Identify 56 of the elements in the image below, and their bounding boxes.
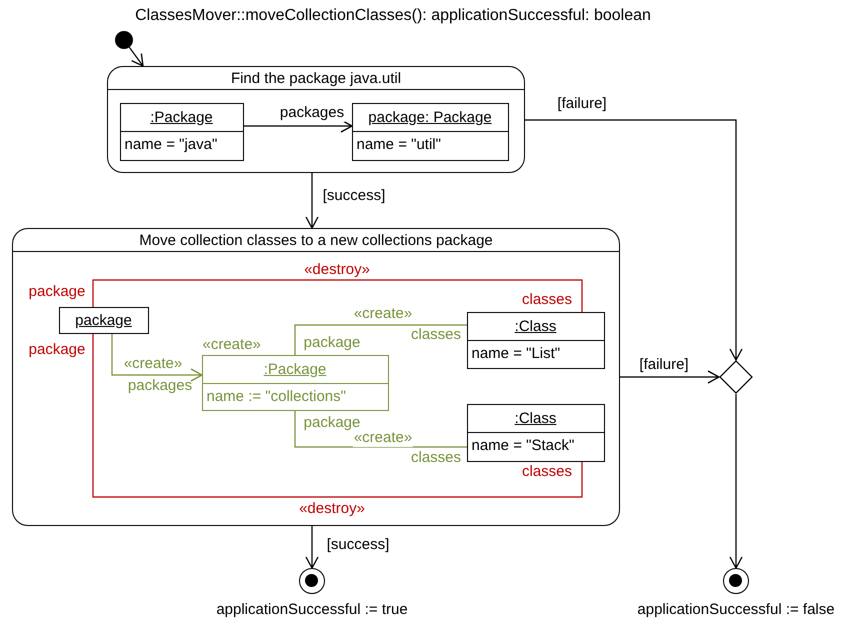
activity-name: Find the package java.util <box>108 67 524 90</box>
arrow <box>244 119 353 133</box>
role-label: classes <box>410 449 462 467</box>
object-name: package: Package <box>352 104 508 132</box>
final-node <box>299 568 325 594</box>
edge-label: [success] <box>326 536 390 554</box>
start-node <box>115 31 133 49</box>
object-box <box>58 306 148 334</box>
role-label: classes <box>520 291 574 309</box>
edge-label: packages <box>278 104 346 122</box>
arrow <box>128 46 144 67</box>
role-label: package <box>28 341 86 359</box>
arrow <box>111 334 203 382</box>
arrow <box>525 119 743 361</box>
role-label: package <box>302 414 362 432</box>
arrow <box>729 394 743 569</box>
object-name: :Class <box>468 404 604 432</box>
role-label: classes <box>520 463 574 481</box>
attribute-text: name = "java" <box>124 134 218 154</box>
activity-box <box>107 66 525 173</box>
object-name: :Package <box>202 356 388 384</box>
final-state-label: applicationSuccessful := true <box>215 601 409 619</box>
connector-line <box>294 324 467 355</box>
object-name: :Package <box>120 104 242 132</box>
role-label: package <box>302 334 362 352</box>
edge-label: «create» <box>352 429 414 447</box>
connector-line <box>294 411 467 448</box>
object-name: package <box>74 310 133 330</box>
role-label: classes <box>410 326 462 344</box>
edge-label: [success] <box>322 187 386 205</box>
object-box <box>352 102 508 160</box>
stereotype-label: «create» <box>202 336 261 354</box>
object-name: :Class <box>468 312 604 340</box>
connector-line <box>92 279 583 312</box>
object-box <box>466 404 604 462</box>
connector-line <box>92 334 583 498</box>
role-label: package <box>28 283 86 301</box>
final-state-label: applicationSuccessful := false <box>636 601 836 619</box>
role-label: packages <box>126 377 194 395</box>
arrow <box>305 526 319 569</box>
edge-label: [failure] <box>556 95 608 113</box>
activity-name: Move collection classes to a new collections package <box>13 229 619 252</box>
attribute-text: name = "List" <box>470 344 562 362</box>
attribute-text: name = "Stack" <box>470 436 576 454</box>
diagram-title: ClassesMover::moveCollectionClasses(): applicationSuccessful: boolean <box>134 7 652 25</box>
arrow <box>305 173 319 229</box>
attribute-text: name := "collections" <box>206 386 347 406</box>
object-box <box>120 102 244 160</box>
edge-label: «destroy» <box>303 261 371 279</box>
edge-label: [failure] <box>638 356 690 374</box>
arrow <box>620 370 720 384</box>
final-node <box>723 568 749 594</box>
decision-diamond <box>719 360 753 394</box>
attribute-text: name = "util" <box>356 134 442 154</box>
object-box <box>466 312 604 368</box>
edge-label: «destroy» <box>298 500 366 518</box>
